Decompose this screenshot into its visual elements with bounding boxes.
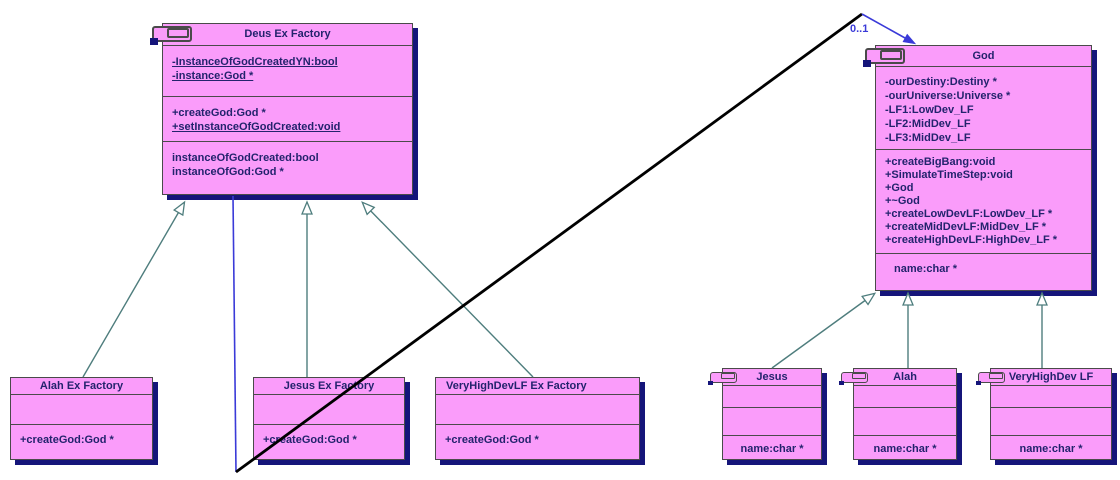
property-row: name:char * [873, 443, 937, 455]
class-icon [839, 372, 868, 385]
attributes-compartment: -InstanceOfGodCreatedYN:bool -instance:G… [163, 46, 412, 97]
class-icon [976, 372, 1005, 385]
attribute-row: -ourDestiny:Destiny * [885, 76, 997, 88]
method-row: +createGod:God * [172, 107, 266, 119]
attribute-row: -instance:God * [172, 70, 254, 82]
association-segment-arrow[interactable] [861, 13, 917, 45]
method-row: +createGod:God * [263, 434, 357, 446]
methods-compartment: +createGod:God * [11, 425, 152, 447]
method-row: +createHighDevLF:HighDev_LF * [885, 234, 1058, 246]
association-multiplicity-label: 0..1 [850, 23, 869, 35]
class-title: VeryHighDev LF [991, 369, 1111, 386]
property-row: name:char * [740, 443, 804, 455]
properties-compartment: name:char * [876, 254, 1091, 276]
methods-compartment: +createBigBang:void +SimulateTimeStep:vo… [876, 150, 1091, 254]
class-alah-ex-factory[interactable]: Alah Ex Factory +createGod:God * [10, 377, 153, 460]
attribute-row: -ourUniverse:Universe * [885, 90, 1011, 102]
method-row: +setInstanceOfGodCreated:void [172, 121, 341, 133]
generalization-jesus-to-god[interactable] [771, 292, 877, 369]
class-icon [863, 48, 905, 67]
methods-compartment: +createGod:God * [254, 425, 404, 447]
class-title: Deus Ex Factory [163, 24, 412, 46]
methods-compartment: +createGod:God * [436, 425, 639, 447]
attributes-compartment [11, 395, 152, 425]
class-jesus[interactable]: Jesus name:char * [708, 368, 822, 460]
class-title: Alah [854, 369, 956, 386]
properties-compartment: name:char * [723, 436, 821, 456]
association-segment-vertical[interactable] [232, 195, 237, 473]
attribute-row: -InstanceOfGodCreatedYN:bool [172, 56, 338, 68]
property-row: name:char * [1019, 443, 1083, 455]
class-alah[interactable]: Alah name:char * [839, 368, 957, 460]
attribute-row: -LF3:MidDev_LF [885, 132, 971, 144]
class-jesus-ex-factory[interactable]: Jesus Ex Factory +createGod:God * [253, 377, 405, 460]
method-row: +~God [885, 195, 920, 207]
class-god[interactable]: God -ourDestiny:Destiny * -ourUniverse:U… [863, 45, 1092, 291]
class-title: Jesus [723, 369, 821, 386]
generalization-alah-factory-to-deus[interactable] [82, 200, 186, 378]
method-row: +SimulateTimeStep:void [885, 169, 1013, 181]
method-row: +God [885, 182, 914, 194]
attribute-row: -LF1:LowDev_LF [885, 104, 974, 116]
method-row: +createBigBang:void [885, 156, 996, 168]
attributes-compartment [254, 395, 404, 425]
class-title: VeryHighDevLF Ex Factory [436, 378, 639, 395]
class-deus-ex-factory[interactable]: Deus Ex Factory -InstanceOfGodCreatedYN:… [150, 23, 413, 195]
method-row: +createLowDevLF:LowDev_LF * [885, 208, 1053, 220]
property-row: instanceOfGod:God * [172, 166, 284, 178]
properties-compartment: instanceOfGodCreated:bool instanceOfGod:… [163, 142, 412, 179]
class-title: God [876, 46, 1091, 67]
attributes-compartment [723, 386, 821, 408]
attributes-compartment [991, 386, 1111, 408]
generalization-veryhighdevlf-factory-to-deus[interactable] [361, 201, 534, 378]
properties-compartment: name:char * [854, 436, 956, 456]
properties-compartment: name:char * [991, 436, 1111, 456]
method-row: +createMidDevLF:MidDev_LF * [885, 221, 1047, 233]
class-veryhighdev-lf[interactable]: VeryHighDev LF name:char * [976, 368, 1112, 460]
attributes-compartment [854, 386, 956, 408]
class-title: Alah Ex Factory [11, 378, 152, 395]
attribute-row: -LF2:MidDev_LF [885, 118, 971, 130]
attributes-compartment: -ourDestiny:Destiny * -ourUniverse:Unive… [876, 67, 1091, 150]
method-row: +createGod:God * [20, 434, 114, 446]
methods-compartment: +createGod:God * +setInstanceOfGodCreate… [163, 97, 412, 142]
attributes-compartment [436, 395, 639, 425]
class-icon [708, 372, 737, 385]
methods-compartment [723, 408, 821, 436]
property-row: instanceOfGodCreated:bool [172, 152, 319, 164]
methods-compartment [854, 408, 956, 436]
property-row: name:char * [894, 263, 957, 275]
methods-compartment [991, 408, 1111, 436]
class-veryhighdevlf-ex-factory[interactable]: VeryHighDevLF Ex Factory +createGod:God … [435, 377, 640, 460]
class-icon [150, 26, 192, 45]
method-row: +createGod:God * [445, 434, 539, 446]
class-title: Jesus Ex Factory [254, 378, 404, 395]
